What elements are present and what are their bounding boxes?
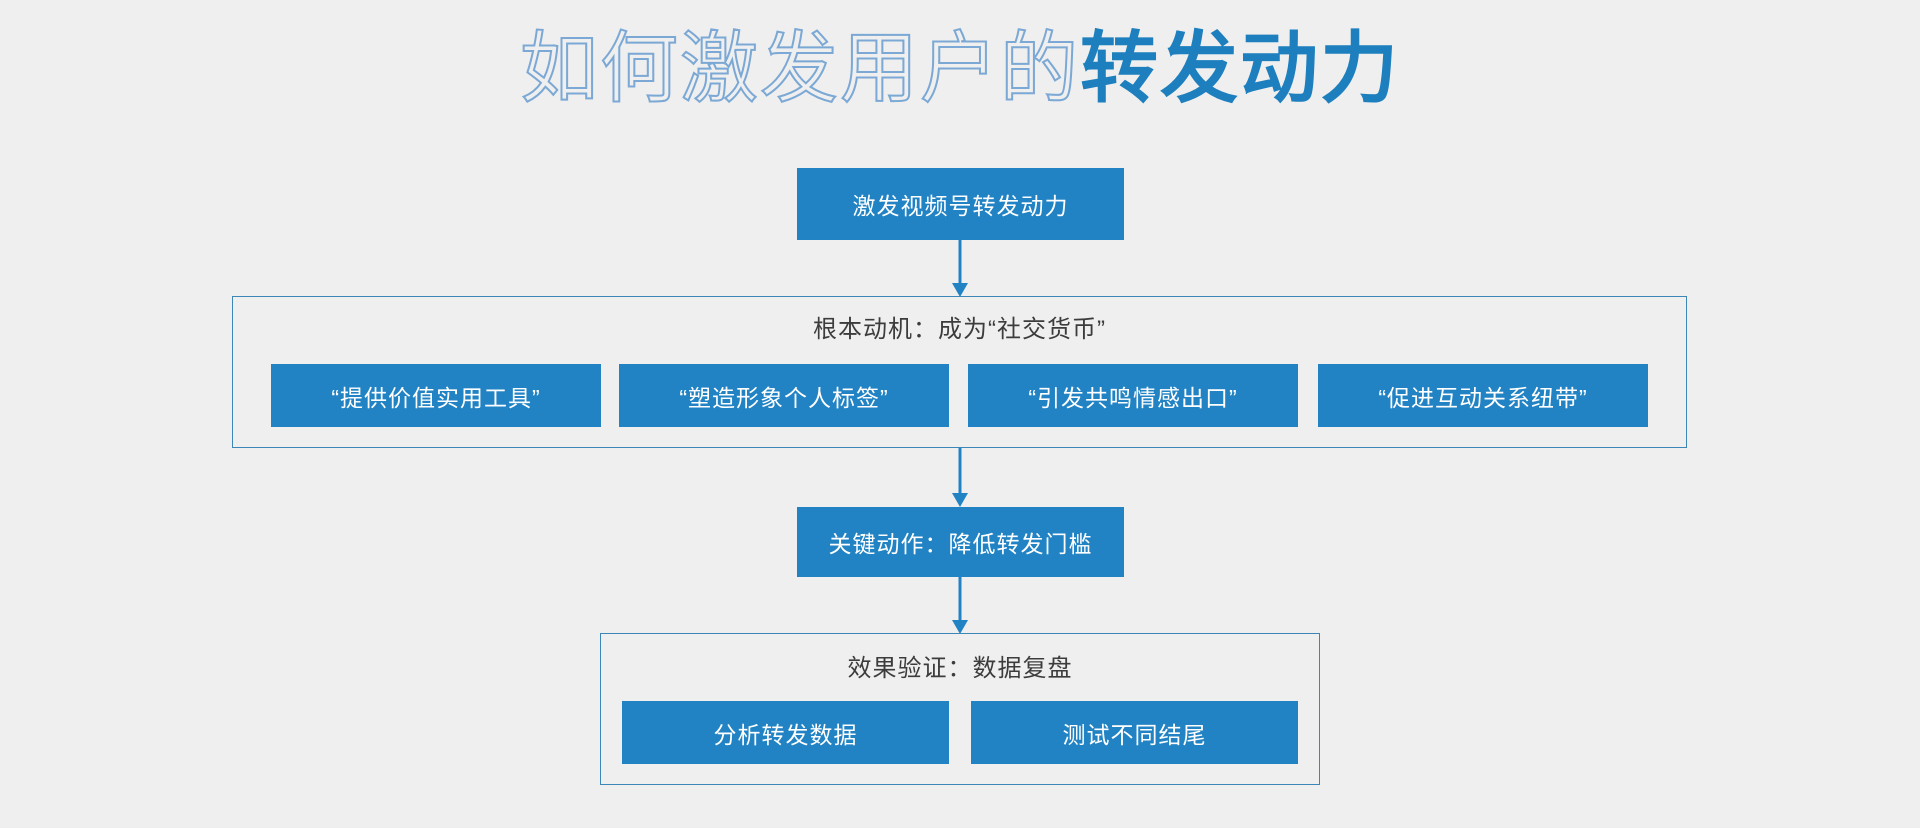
- motive-card-1[interactable]: “提供价值实用工具”: [271, 364, 601, 427]
- connector-root-to-motive-arrow-icon: [952, 240, 968, 297]
- verify-card-2[interactable]: 测试不同结尾: [971, 701, 1298, 764]
- page-title: 如何激发用户的转发动力: [0, 0, 1920, 135]
- motive-card-3[interactable]: “引发共鸣情感出口”: [968, 364, 1298, 427]
- motive-card-4[interactable]: “促进互动关系纽带”: [1318, 364, 1648, 427]
- verify-group-title: 效果验证：数据复盘: [847, 655, 1073, 682]
- flow-node-key-action[interactable]: 关键动作：降低转发门槛: [797, 507, 1124, 577]
- page-title-outline-part: 如何激发用户的: [519, 23, 1080, 112]
- page-title-solid-part: 转发动力: [1080, 23, 1401, 112]
- motive-card-2[interactable]: “塑造形象个人标签”: [619, 364, 949, 427]
- motive-group-title: 根本动机：成为“社交货币”: [813, 316, 1106, 343]
- motive-group-container: [232, 296, 1687, 448]
- connector-motive-to-action-arrow-icon: [952, 448, 968, 507]
- connector-action-to-verify-arrow-icon: [952, 577, 968, 634]
- flow-node-root[interactable]: 激发视频号转发动力: [797, 168, 1124, 240]
- verify-group-container: [600, 633, 1320, 785]
- verify-card-1[interactable]: 分析转发数据: [622, 701, 949, 764]
